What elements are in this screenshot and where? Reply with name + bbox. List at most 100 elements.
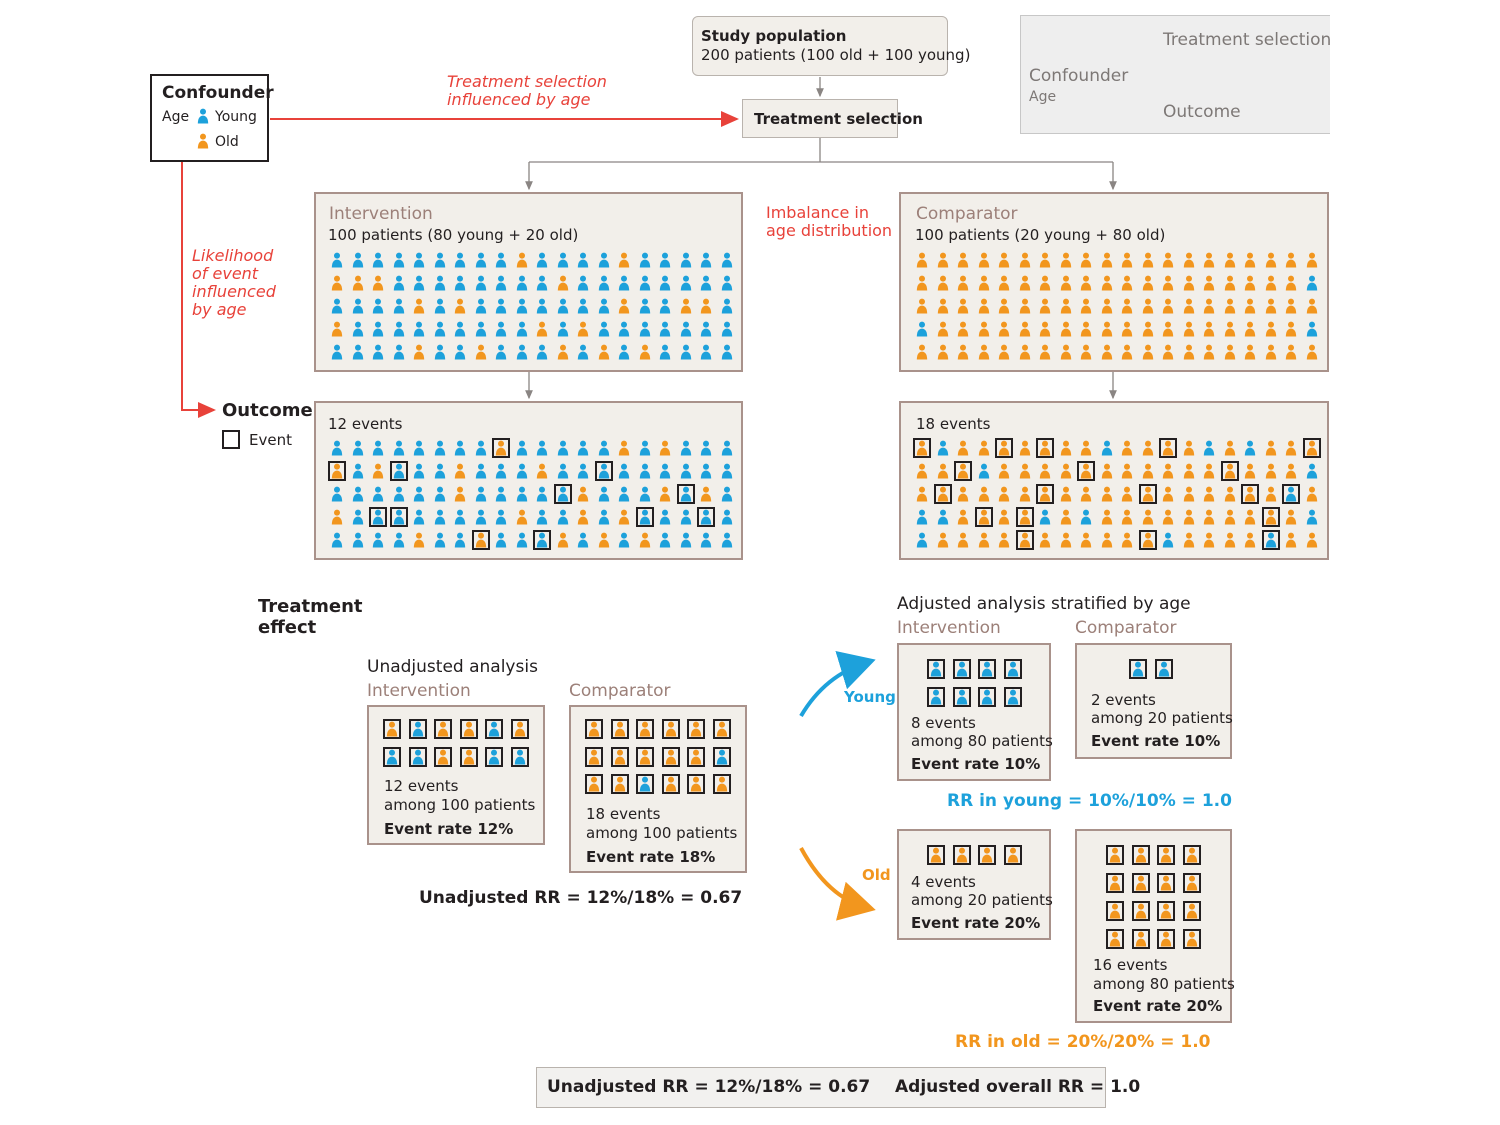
old-person-icon [618, 440, 630, 456]
old-person-icon [413, 532, 425, 548]
young-person-icon [372, 344, 384, 360]
old-person-icon [1142, 298, 1153, 314]
summary-box: Unadjusted RR = 12%/18% = 0.67 Adjusted … [536, 1067, 1140, 1108]
young-comp-rate: Event rate 10% [1091, 732, 1221, 750]
old-person-icon [1135, 931, 1146, 947]
event-marker [635, 507, 654, 527]
old-person-icon [197, 133, 209, 149]
old-person-icon [998, 275, 1010, 291]
young-person-icon [372, 298, 384, 314]
young-person-icon [981, 661, 993, 677]
old-person-icon [614, 749, 625, 764]
young-person-icon [700, 344, 712, 360]
dag-treatment: Treatment selection [1163, 30, 1332, 50]
event-box [1003, 845, 1022, 865]
event-marker [594, 461, 613, 481]
young-person-icon [475, 509, 486, 525]
old-int-events: 4 events [911, 873, 976, 891]
old-person-icon [1080, 275, 1092, 291]
young-person-icon [495, 298, 507, 314]
young-person-icon [618, 532, 630, 548]
event-box [383, 746, 401, 767]
old-person-icon [957, 321, 969, 337]
outcome-event-label: Event [249, 431, 292, 449]
young-person-icon [393, 298, 404, 314]
old-person-icon [1135, 903, 1146, 919]
young-person-icon [331, 486, 343, 502]
young-person-icon [639, 321, 650, 337]
imbalance-line: Imbalance in [766, 203, 869, 222]
old-person-icon [916, 440, 928, 456]
old-person-icon [916, 298, 928, 314]
event-box [485, 746, 503, 767]
young-person-icon [495, 275, 507, 291]
young-person-icon [413, 321, 425, 337]
old-person-icon [1186, 931, 1197, 947]
event-box [712, 774, 731, 794]
young-person-icon [393, 486, 404, 502]
young-person-icon [434, 509, 445, 525]
old-person-icon [1121, 275, 1133, 291]
young-person-icon [598, 440, 609, 456]
old-person-icon [1285, 344, 1297, 360]
old-person-icon [1306, 532, 1317, 548]
old-person-icon [1142, 344, 1153, 360]
old-comp-rate: Event rate 20% [1093, 997, 1223, 1015]
outcome-title: Outcome [222, 400, 313, 421]
old-person-icon [1285, 275, 1297, 291]
old-person-icon [1244, 509, 1256, 525]
young-person-icon [721, 509, 732, 525]
old-person-icon [437, 721, 449, 737]
young-person-icon [434, 275, 445, 291]
adjusted-intervention-label: Intervention [897, 618, 1001, 638]
old-person-icon [1019, 298, 1030, 314]
intervention-panel: Intervention 100 patients (80 young + 20… [314, 192, 743, 372]
young-person-icon [454, 321, 466, 337]
old-person-icon [1162, 321, 1174, 337]
old-person-icon [916, 486, 928, 502]
event-box [978, 845, 996, 865]
young-person-icon [639, 298, 650, 314]
young-person-icon [372, 509, 384, 525]
old-person-icon [618, 509, 630, 525]
event-box [927, 845, 945, 865]
young-person-icon [916, 509, 928, 525]
old-person-icon [1142, 486, 1153, 502]
young-person-icon [721, 532, 732, 548]
young-person-icon [331, 298, 343, 314]
young-person-icon [716, 749, 727, 764]
young-person-icon [700, 463, 712, 479]
old-person-icon [1060, 486, 1071, 502]
event-marker [913, 438, 931, 458]
old-person-icon [454, 463, 466, 479]
old-person-icon [1265, 344, 1276, 360]
old-person-icon [957, 509, 969, 525]
old-person-icon [516, 252, 527, 268]
young-person-icon [536, 532, 548, 548]
old-person-icon [413, 344, 425, 360]
event-box [585, 774, 603, 794]
old-person-icon [1121, 440, 1133, 456]
event-box [978, 659, 996, 679]
unadjusted-comparator-box: 18 events among 100 patients Event rate … [569, 705, 747, 873]
young-person-icon [557, 463, 568, 479]
young-person-icon [488, 721, 500, 737]
young-person-icon [434, 298, 445, 314]
old-person-icon [1224, 298, 1235, 314]
old-person-icon [639, 532, 650, 548]
old-person-icon [352, 275, 363, 291]
event-box [1131, 929, 1150, 949]
unadjusted-comp-rate: Event rate 18% [586, 848, 716, 866]
young-person-icon [475, 463, 486, 479]
young-person-icon [659, 298, 671, 314]
old-person-icon [1039, 252, 1051, 268]
event-box [408, 746, 427, 767]
old-stratum-arrow [799, 847, 876, 921]
old-person-icon [1060, 252, 1071, 268]
old-person-icon [1265, 440, 1276, 456]
young-person-icon [516, 440, 527, 456]
event-marker [369, 507, 387, 527]
old-person-icon [957, 275, 969, 291]
event-marker [533, 530, 551, 550]
